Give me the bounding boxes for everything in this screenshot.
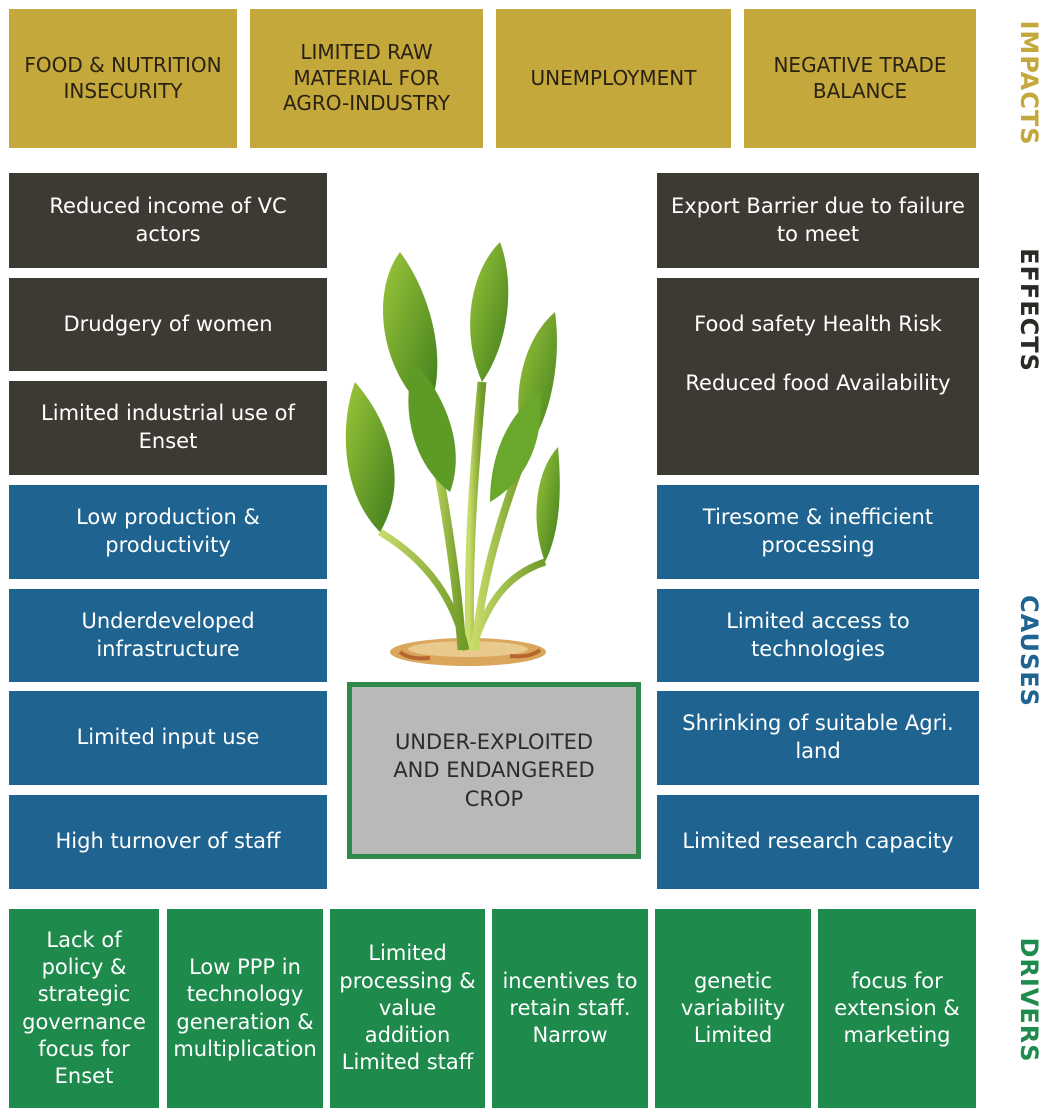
effect-reduced-income: Reduced income of VC actors [9,173,327,268]
cause-low-production: Low production & productivity [9,485,327,579]
cause-limited-research-capacity: Limited research capacity [657,795,979,889]
effect-food-safety-health-risk: Food safety Health Risk [657,278,979,371]
driver-incentives-retain-staff: incentives to retain staff. Narrow [492,909,648,1108]
cause-underdeveloped-infrastructure: Underdeveloped infrastructure [9,589,327,682]
impact-negative-trade-balance: NEGATIVE TRADE BALANCE [744,9,976,148]
effect-limited-industrial-use: Limited industrial use of Enset [9,381,327,475]
driver-low-ppp: Low PPP in technology generation & multi… [167,909,323,1108]
impact-food-nutrition-insecurity: FOOD & NUTRITION INSECURITY [9,9,237,148]
cause-high-turnover-of-staff: High turnover of staff [9,795,327,889]
impact-unemployment: UNEMPLOYMENT [496,9,731,148]
effect-export-barrier: Export Barrier due to failure to meet [657,173,979,268]
driver-limited-processing: Limited processing & value addition Limi… [330,909,485,1108]
driver-genetic-variability: genetic variability Limited [655,909,811,1108]
enset-plant-icon [345,242,560,666]
effect-reduced-food-availability: Reduced food Availability [657,360,979,475]
impact-limited-raw-material: LIMITED RAW MATERIAL FOR AGRO-INDUSTRY [250,9,483,148]
driver-lack-of-policy: Lack of policy & strategic governance fo… [9,909,159,1108]
side-label-effects: EFFECTS [1015,248,1043,372]
core-problem-box: UNDER-EXPLOITED AND ENDANGERED CROP [347,682,641,859]
side-label-drivers: DRIVERS [1015,937,1043,1063]
effect-drudgery-of-women: Drudgery of women [9,278,327,371]
side-label-causes: CAUSES [1015,595,1043,707]
side-label-impacts: IMPACTS [1015,20,1043,146]
cause-limited-input-use: Limited input use [9,691,327,785]
cause-tiresome-processing: Tiresome & inefficient processing [657,485,979,579]
cause-limited-access-to-technologies: Limited access to technologies [657,589,979,682]
driver-extension-marketing: focus for extension & marketing [818,909,976,1108]
cause-shrinking-agri-land: Shrinking of suitable Agri. land [657,691,979,785]
